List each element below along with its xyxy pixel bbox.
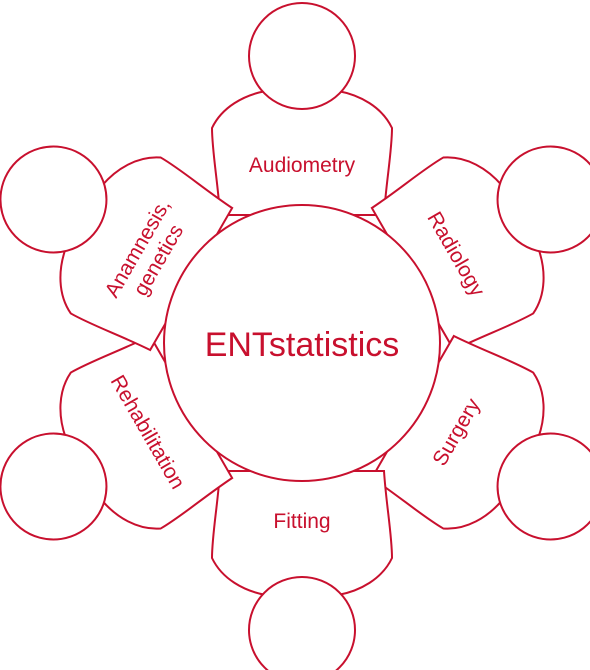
seat-surgery: Surgery [370, 334, 590, 541]
person-head-audiometry [248, 2, 356, 110]
seat-audiometry: Audiometry [210, 2, 394, 216]
seat-label-group-fitting: Fitting [273, 510, 330, 533]
center-label: ENTstatistics [205, 326, 400, 364]
person-head-anamnesis [0, 145, 108, 254]
seat-fitting: Fitting [210, 470, 394, 670]
seat-label-fitting: Fitting [273, 510, 330, 533]
person-head-radiology [496, 145, 590, 254]
seat-anamnesis: Anamnesis,genetics [0, 145, 234, 352]
seat-radiology: Radiology [370, 145, 590, 352]
center-circle [163, 204, 441, 482]
person-head-rehabilitation [0, 432, 108, 541]
person-head-fitting [248, 576, 356, 670]
seat-label-audiometry: Audiometry [249, 154, 356, 177]
person-head-surgery [496, 432, 590, 541]
seat-label-group-audiometry: Audiometry [249, 154, 356, 177]
